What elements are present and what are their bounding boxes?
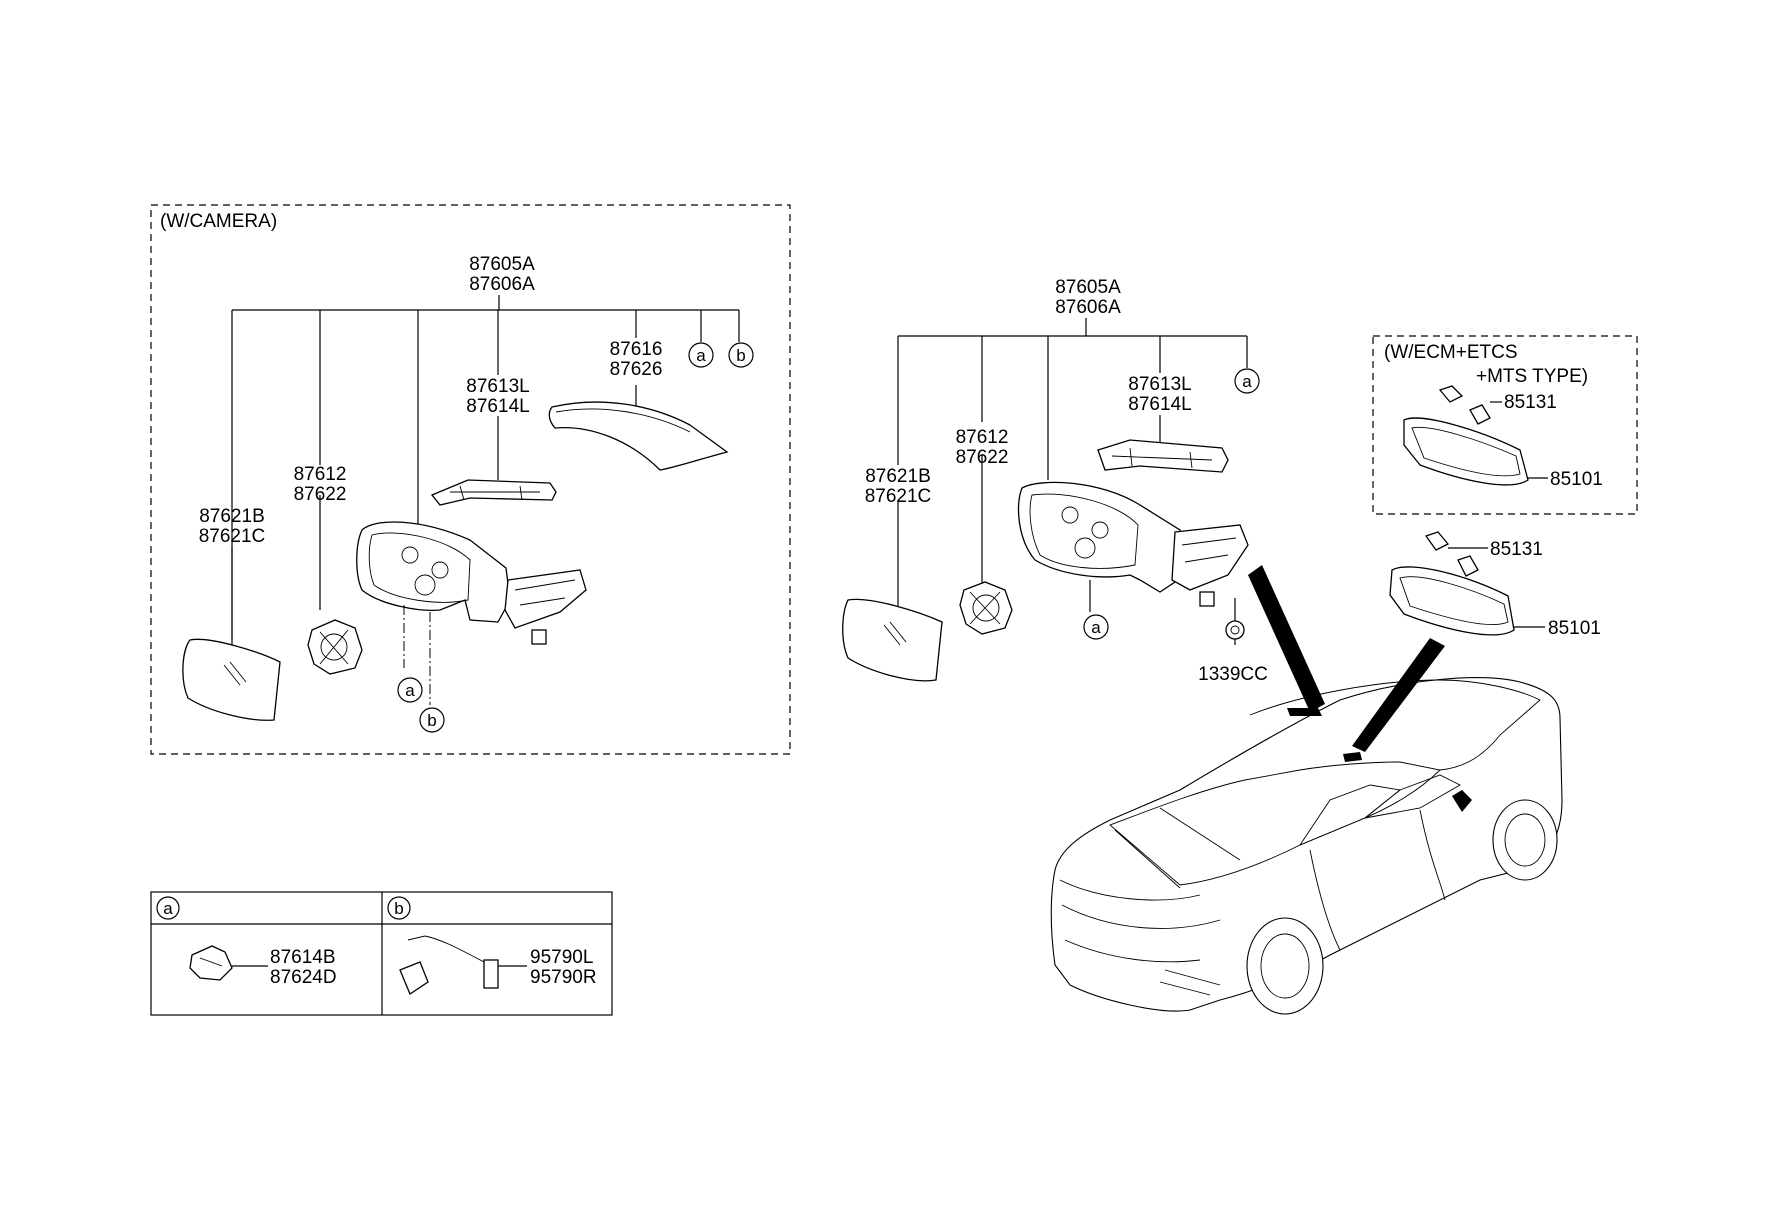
left-cover-label-2: 87626 — [610, 359, 663, 380]
right-callout-a-top-text: a — [1242, 372, 1252, 391]
legend-a-part — [189, 945, 233, 981]
car-illustration — [1050, 677, 1563, 1015]
left-actuator-part — [307, 619, 363, 675]
right-actuator-label-1: 87612 — [956, 427, 1009, 448]
legend-callout-a-text: a — [163, 899, 173, 918]
right-side-repeater-lamp-part — [1097, 439, 1229, 473]
right-actuator-label-2: 87622 — [956, 447, 1009, 468]
ecm-option-box — [1372, 335, 1638, 515]
legend-callout-b-text: b — [394, 899, 403, 918]
left-callout-a-bottom-text: a — [405, 681, 415, 700]
legend-b-part — [399, 935, 499, 995]
right-mirror-glass-part — [842, 598, 943, 682]
std-inside-mirror-part — [1389, 566, 1515, 636]
camera-option-box — [150, 204, 791, 755]
right-assembly-label-1: 87605A — [1055, 277, 1121, 298]
legend-b-label-1: 95790L — [530, 947, 593, 968]
right-bolt-label: 1339CC — [1198, 664, 1268, 685]
right-lamp-label-1: 87613L — [1128, 374, 1191, 395]
legend-b-label-2: 95790R — [530, 967, 597, 988]
left-side-repeater-lamp-part — [430, 479, 557, 506]
left-callout-b-top — [728, 342, 754, 368]
ecm-box-title-1: (W/ECM+ETCS — [1384, 342, 1518, 363]
right-actuator-part — [959, 581, 1013, 635]
left-mirror-cover-part — [548, 401, 729, 471]
left-glass-label-2: 87621C — [199, 526, 266, 547]
std-mirror-label: 85101 — [1548, 618, 1601, 639]
ecm-cover-label: 85131 — [1504, 392, 1557, 413]
legend-callout-a — [156, 896, 180, 920]
ecm-box-title-2: +MTS TYPE) — [1476, 366, 1588, 387]
right-glass-label-2: 87621C — [865, 486, 932, 507]
legend-callout-b — [387, 896, 411, 920]
ecm-inside-mirror-part — [1403, 417, 1529, 486]
left-actuator-label-1: 87612 — [294, 464, 347, 485]
std-mirror-cover-part — [1424, 531, 1479, 577]
left-lamp-label-2: 87614L — [466, 396, 529, 417]
left-cover-label-1: 87616 — [610, 339, 663, 360]
legend-a-label-1: 87614B — [270, 947, 336, 968]
left-callout-b-bottom-text: b — [427, 711, 436, 730]
std-cover-label: 85131 — [1490, 539, 1543, 560]
left-callout-a-top — [688, 342, 714, 368]
legend-a-label-2: 87624D — [270, 967, 337, 988]
outside-mirror-pointer-arrow — [1248, 565, 1325, 712]
right-lamp-label-2: 87614L — [1128, 394, 1191, 415]
camera-box-title: (W/CAMERA) — [160, 211, 277, 232]
left-callout-a-bottom — [397, 677, 423, 703]
ecm-mirror-label: 85101 — [1550, 469, 1603, 490]
right-glass-label-1: 87621B — [865, 466, 931, 487]
right-leader-lines — [897, 318, 1248, 645]
left-leader-lines — [231, 295, 740, 640]
left-glass-label-1: 87621B — [199, 506, 265, 527]
right-callout-a-bottom-text: a — [1091, 618, 1101, 637]
left-callout-a-top-text: a — [696, 346, 706, 365]
right-bolt-part — [1225, 620, 1245, 640]
left-actuator-label-2: 87622 — [294, 484, 347, 505]
right-assembly-label-2: 87606A — [1055, 297, 1121, 318]
left-assembly-label-2: 87606A — [469, 274, 535, 295]
left-assembly-label-1: 87605A — [469, 254, 535, 275]
right-mirror-housing-part — [1017, 481, 1249, 607]
left-mirror-housing-part — [356, 521, 587, 645]
legend-table — [150, 891, 613, 1016]
right-callout-a-top — [1234, 368, 1260, 394]
left-mirror-glass-part — [182, 638, 281, 721]
right-callout-a-bottom — [1083, 614, 1109, 640]
left-callout-b-bottom — [419, 707, 445, 733]
ecm-mirror-cover-part — [1438, 385, 1491, 425]
left-lamp-label-1: 87613L — [466, 376, 529, 397]
left-callout-b-top-text: b — [736, 346, 745, 365]
inside-mirror-pointer-arrow — [1352, 638, 1445, 752]
